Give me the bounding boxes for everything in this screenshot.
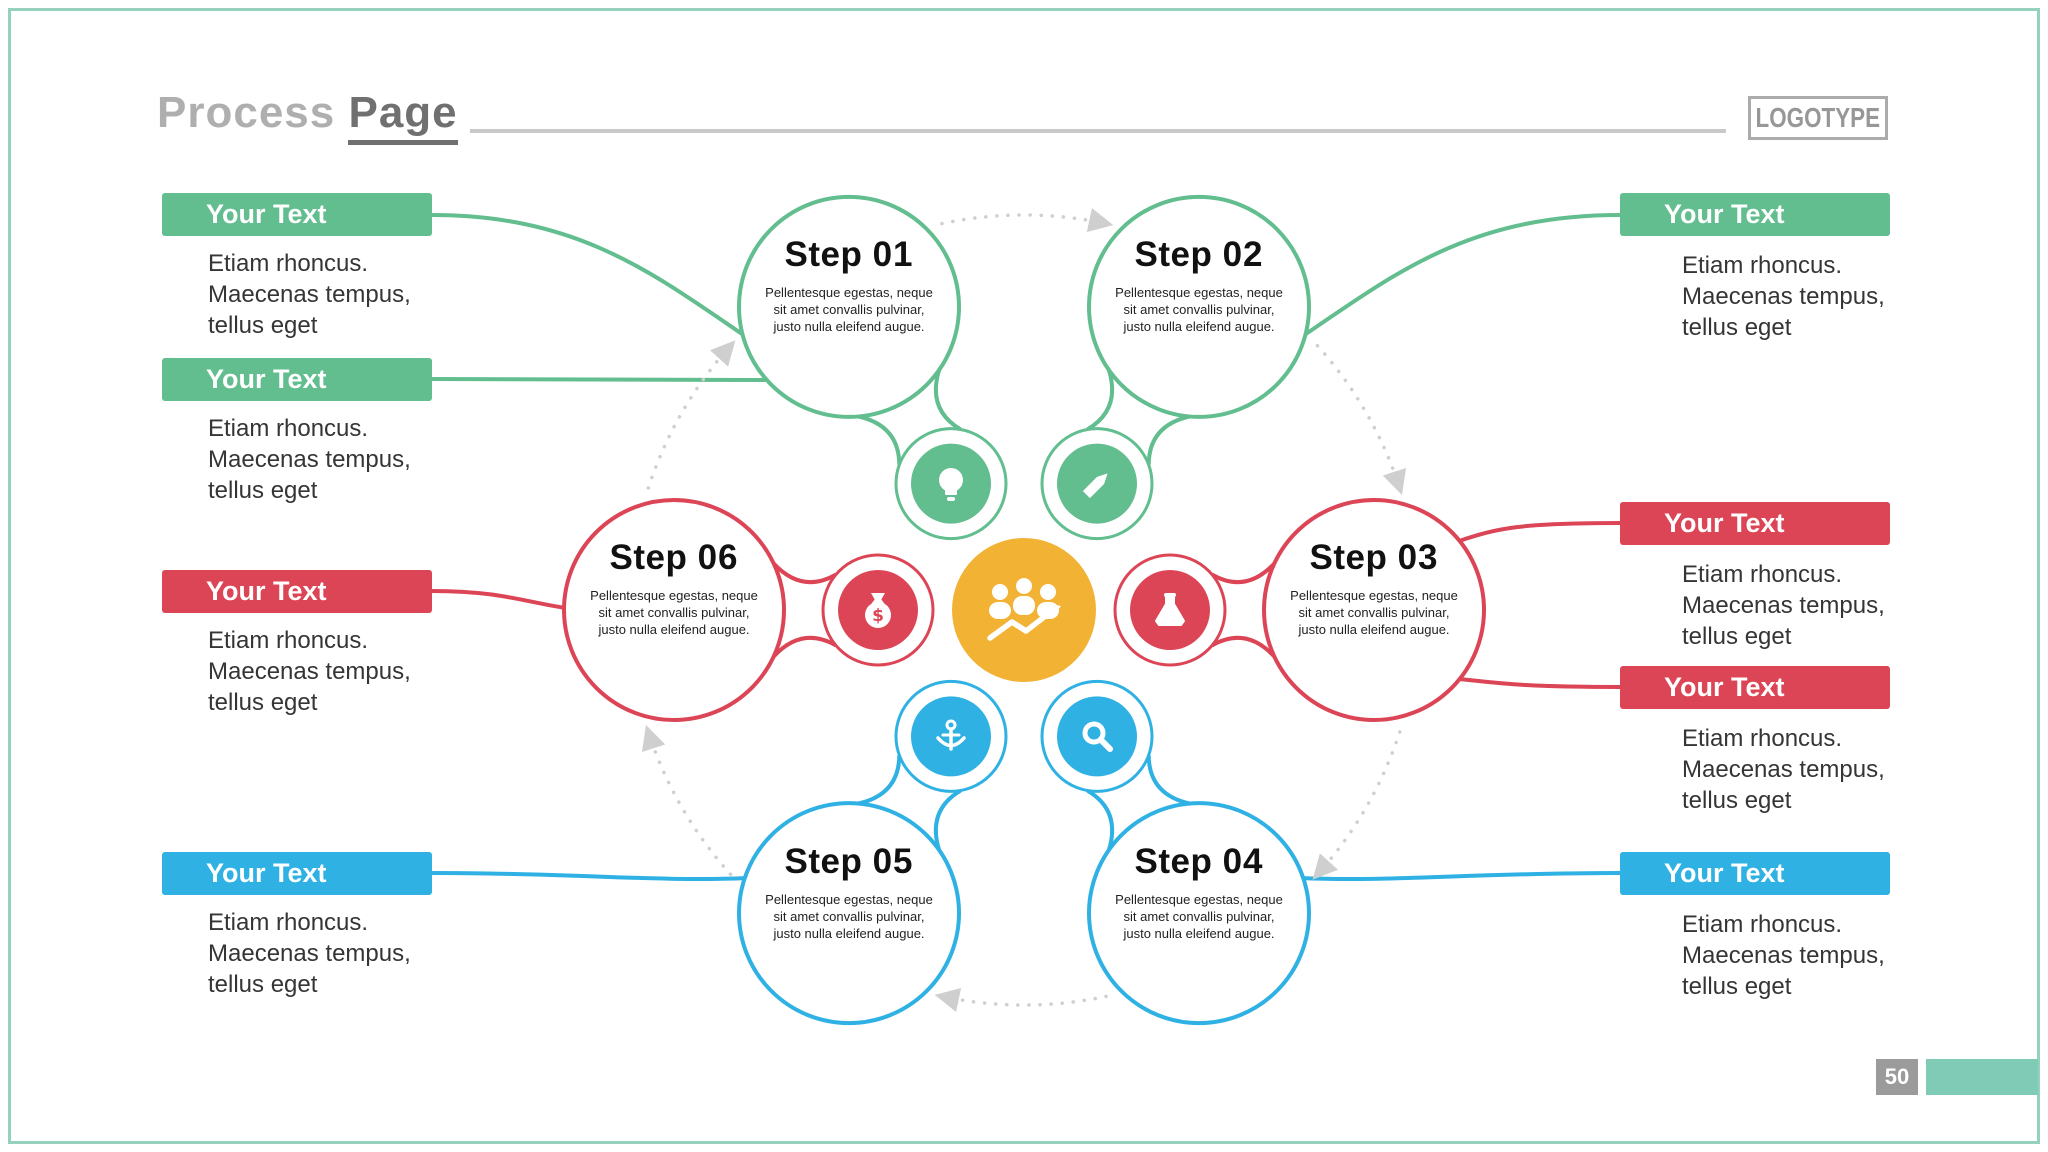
flow-arc-06-01 [646, 340, 736, 490]
step-03-circle [1262, 498, 1486, 722]
anchor-icon [936, 719, 966, 751]
connector-right-1 [1298, 213, 1621, 340]
step-04-number: 04 [1222, 842, 1264, 881]
step-04-neck [1146, 755, 1190, 806]
connector-right-4 [1299, 871, 1621, 882]
label-text-right-2: Etiam rhoncus. Maecenas tempus, tellus e… [1682, 561, 1885, 651]
connector-left-3 [431, 589, 567, 610]
step-06-neck [772, 636, 837, 658]
page-number: 50 [1884, 1064, 1910, 1089]
step-06-label: Step [609, 538, 688, 577]
magnifier-icon [1082, 721, 1113, 752]
step-01-number: 01 [872, 235, 914, 274]
step-04-description: Pellentesque egestas, neque sit amet con… [1115, 892, 1283, 941]
step-06-description: Pellentesque egestas, neque sit amet con… [590, 588, 758, 637]
label-box-left-1: Your Text [162, 193, 432, 236]
logotype-text: LOGOTYPE [1755, 102, 1881, 133]
page-title-word2: Page [348, 88, 458, 145]
step-05-number: 05 [872, 842, 914, 881]
team-growth-icon [987, 578, 1061, 641]
money-bag-icon: $ [865, 593, 891, 628]
header-divider-line [470, 129, 1726, 133]
footer-accent-bar [1926, 1059, 2038, 1095]
label-text-left-4: Etiam rhoncus. Maecenas tempus, tellus e… [208, 909, 411, 999]
connector-left-1 [431, 213, 750, 340]
page-title-word1: Process [157, 88, 336, 137]
step-02-label: Step [1134, 235, 1213, 274]
label-text-left-1: Etiam rhoncus. Maecenas tempus, tellus e… [208, 250, 411, 340]
logotype-badge: LOGOTYPE [1748, 96, 1888, 140]
flow-arc-03-04 [1312, 730, 1402, 880]
step-03-text: Step 03 Pellentesque egestas, neque sit … [1264, 538, 1484, 639]
connector-right-3 [1458, 677, 1621, 689]
label-box-right-4: Your Text [1620, 852, 1890, 895]
step-05-circle [737, 801, 961, 1026]
step-06-title: Step 06 [564, 538, 784, 578]
flow-arc-01-02 [940, 208, 1114, 233]
step-05-neck [858, 755, 902, 806]
step-01-circle [737, 194, 961, 419]
step-04-circle [1087, 801, 1311, 1026]
lightbulb-icon [939, 468, 963, 501]
label-box-left-2: Your Text [162, 358, 432, 401]
step-02-description: Pellentesque egestas, neque sit amet con… [1115, 285, 1283, 334]
step-01-label: Step [784, 235, 863, 274]
label-box-left-4: Your Text [162, 852, 432, 895]
flow-arc-05-06 [641, 725, 733, 877]
icons-layer: $ [865, 468, 1185, 752]
label-text-left-2: Etiam rhoncus. Maecenas tempus, tellus e… [208, 415, 411, 505]
label-box-right-1: Your Text [1620, 193, 1890, 236]
step-03-title: Step 03 [1264, 538, 1484, 578]
step-01-text: Step 01 Pellentesque egestas, neque sit … [739, 235, 959, 336]
step-05-text: Step 05 Pellentesque egestas, neque sit … [739, 842, 959, 943]
step-03-neck [1211, 562, 1276, 584]
step-03-description: Pellentesque egestas, neque sit amet con… [1290, 588, 1458, 637]
label-text-right-1: Etiam rhoncus. Maecenas tempus, tellus e… [1682, 252, 1885, 342]
connector-left-4 [431, 871, 749, 882]
step-04-icon-bg [1057, 696, 1137, 777]
flow-arc-02-03 [1315, 343, 1407, 495]
label-connectors [431, 213, 1621, 882]
step-02-number: 02 [1222, 235, 1264, 274]
step-06-neck [772, 562, 837, 584]
label-text-right-3: Etiam rhoncus. Maecenas tempus, tellus e… [1682, 725, 1885, 815]
page-number-badge: 50 [1876, 1059, 1918, 1095]
step-02-text: Step 02 Pellentesque egestas, neque sit … [1089, 235, 1309, 336]
step-04-label: Step [1134, 842, 1213, 881]
step-03-label: Step [1309, 538, 1388, 577]
step-05-title: Step 05 [739, 842, 959, 882]
label-text-right-4: Etiam rhoncus. Maecenas tempus, tellus e… [1682, 911, 1885, 1001]
step-03-number: 03 [1397, 538, 1439, 577]
step-06-circle [562, 498, 786, 722]
step-04-title: Step 04 [1089, 842, 1309, 882]
step-01-neck [858, 414, 902, 465]
step-04-text: Step 04 Pellentesque egestas, neque sit … [1089, 842, 1309, 943]
flow-arc-04-05 [934, 987, 1108, 1012]
step-circles [562, 194, 1486, 1026]
step-05-description: Pellentesque egestas, neque sit amet con… [765, 892, 933, 941]
step-06-text: Step 06 Pellentesque egestas, neque sit … [564, 538, 784, 639]
flask-icon [1155, 593, 1185, 626]
label-box-right-2: Your Text [1620, 502, 1890, 545]
step-02-neck [1086, 369, 1115, 432]
step-01-neck [933, 369, 962, 432]
page-title: Process Page [157, 88, 458, 145]
step-06-number: 06 [697, 538, 739, 577]
step-02-circle [1087, 194, 1311, 419]
step-05-label: Step [784, 842, 863, 881]
step-05-neck [933, 788, 962, 851]
svg-text:$: $ [872, 606, 884, 626]
step-03-neck [1211, 636, 1276, 658]
step-04-neck [1086, 788, 1115, 851]
step-02-neck [1146, 414, 1190, 465]
step-01-title: Step 01 [739, 235, 959, 275]
label-box-left-3: Your Text [162, 570, 432, 613]
connector-left-2 [431, 377, 767, 382]
label-text-left-3: Etiam rhoncus. Maecenas tempus, tellus e… [208, 627, 411, 717]
label-box-right-3: Your Text [1620, 666, 1890, 709]
step-02-title: Step 02 [1089, 235, 1309, 275]
connector-right-2 [1458, 521, 1621, 543]
step-01-description: Pellentesque egestas, neque sit amet con… [765, 285, 933, 334]
